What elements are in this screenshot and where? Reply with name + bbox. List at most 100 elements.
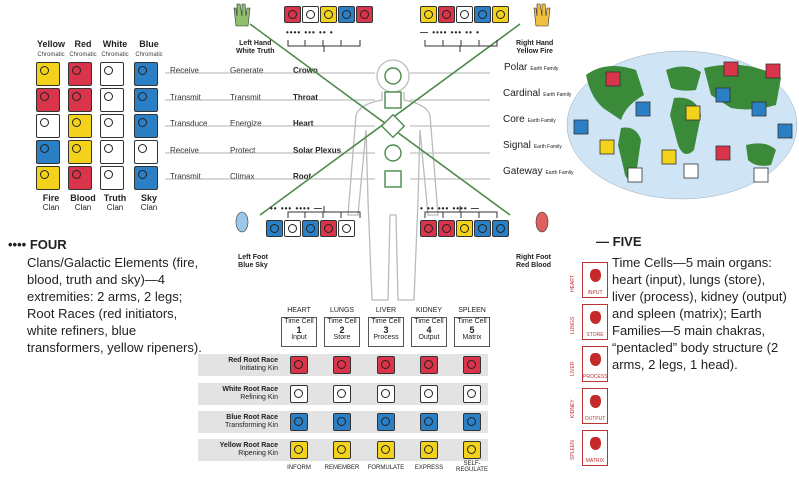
hand-foot-icons — [233, 3, 551, 233]
chakra-root: Root — [293, 172, 312, 181]
four-dots: •••• — [8, 237, 27, 252]
organ-function-label: OUTPUT — [584, 416, 606, 422]
race-glyph-icon — [333, 356, 351, 374]
clan-glyph-icon — [100, 114, 124, 138]
clan-glyph-icon — [100, 62, 124, 86]
organ-header-spleen: SPLEEN — [458, 307, 486, 314]
race-glyph-icon — [333, 441, 351, 459]
right-foot-glyph-icon — [420, 220, 437, 237]
left-foot-dots: •• ••• •••• — — [270, 204, 323, 213]
organ-shape-icon — [590, 311, 601, 324]
clan-glyph-icon — [68, 140, 92, 164]
race-glyph-icon — [463, 441, 481, 459]
organ-side-label: LIVER — [570, 361, 576, 376]
right-hand-glyph-icon — [456, 6, 473, 23]
flow-a-1: Receive — [170, 66, 199, 75]
flow-a-2: Transmit — [170, 93, 201, 102]
right-hand-glyph-icon — [474, 6, 491, 23]
organ-lungs-icon: STORE — [582, 304, 608, 340]
organ-spleen-icon: MATRIX — [582, 430, 608, 466]
organ-function-label: PROCESS — [583, 374, 608, 380]
left-hand-glyph-icon — [284, 6, 301, 23]
race-glyph-icon — [290, 356, 308, 374]
left-foot-glyph-icon — [338, 220, 355, 237]
race-glyph-icon — [420, 356, 438, 374]
race-glyph-icon — [377, 356, 395, 374]
clan-glyph-icon — [134, 114, 158, 138]
organ-shape-icon — [590, 353, 601, 366]
organ-header-kidney: KIDNEY — [415, 307, 443, 314]
chakra-crown: Crown — [293, 66, 318, 75]
right-hand-glyph-icon — [492, 6, 509, 23]
flow-b-4: Protect — [230, 146, 256, 155]
right-foot-glyph-icon — [474, 220, 491, 237]
left-foot-glyph-icon — [284, 220, 301, 237]
right-foot-glyph-icon — [438, 220, 455, 237]
flow-a-4: Receive — [170, 146, 199, 155]
clan-glyph-icon — [100, 166, 124, 190]
action-formulate: FORMULATE — [367, 465, 405, 471]
race-glyph-icon — [463, 385, 481, 403]
chakra-nodes — [380, 67, 406, 188]
chakra-heart: Heart — [293, 119, 314, 128]
flow-lines — [165, 72, 490, 180]
organ-liver-icon: PROCESS — [582, 346, 608, 382]
organ-side-label: KIDNEY — [570, 399, 576, 418]
race-glyph-icon — [290, 441, 308, 459]
race-glyph-icon — [377, 413, 395, 431]
left-hand-dots: •••• ••• •• • — [286, 28, 334, 37]
five-description: Time Cells—5 main organs: heart (input),… — [612, 255, 787, 372]
organ-header-liver: LIVER — [375, 307, 397, 314]
four-title: FOUR — [29, 237, 67, 252]
race-glyph-icon — [333, 413, 351, 431]
flow-b-1: Generate — [230, 66, 264, 75]
organ-shape-icon — [590, 437, 601, 450]
flow-b-2: Transmit — [230, 93, 261, 102]
left-hand-glyph-icon — [320, 6, 337, 23]
organ-kidney-icon: OUTPUT — [582, 388, 608, 424]
left-hand-glyph-icon — [302, 6, 319, 23]
flow-a-5: Transmit — [170, 172, 201, 181]
race-glyph-icon — [290, 413, 308, 431]
flow-b-3: Energize — [230, 119, 262, 128]
race-glyph-icon — [377, 441, 395, 459]
clan-glyph-icon — [36, 62, 60, 86]
clan-glyph-icon — [68, 62, 92, 86]
organ-function-label: MATRIX — [585, 458, 605, 464]
flow-b-5: Climax — [230, 172, 255, 181]
flow-a-3: Transduce — [170, 119, 208, 128]
chakra-solar-plexus: Solar Plexus — [293, 146, 342, 155]
organ-header-lungs: LUNGS — [329, 307, 355, 314]
action-self-regulate: SELF-REGULATE — [456, 461, 488, 473]
action-inform: INFORM — [287, 465, 311, 471]
right-hand-glyph-icon — [420, 6, 437, 23]
race-glyph-icon — [333, 385, 351, 403]
clan-glyph-icon — [134, 62, 158, 86]
race-glyph-icon — [377, 385, 395, 403]
clan-glyph-icon — [100, 88, 124, 112]
body-diagram — [165, 3, 551, 301]
organ-side-label: HEART — [570, 275, 576, 292]
clan-glyph-icon — [36, 114, 60, 138]
race-glyph-icon — [420, 441, 438, 459]
clan-glyph-icon — [36, 140, 60, 164]
organ-heart-icon: INPUT — [582, 262, 608, 298]
